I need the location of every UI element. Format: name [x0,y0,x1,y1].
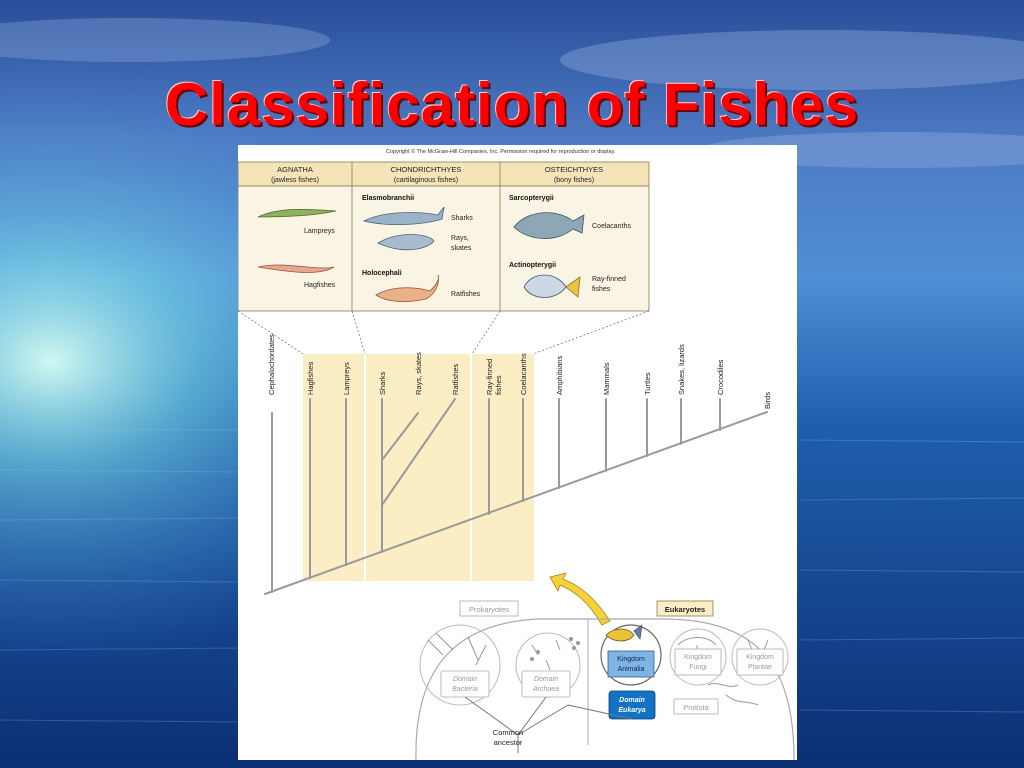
archaea-label-2: Archaea [532,686,559,693]
eukarya-label-1: Domain [619,697,645,704]
slide-title: Classification of Fishes [164,71,860,138]
plantae-circle [731,628,789,686]
agnatha-header: AGNATHA [277,165,313,174]
animalia-fish-image [605,628,635,642]
agnatha-highlight [303,354,364,581]
rayfinned-label-1: Ray-finned [592,276,626,283]
common-ancestor-label-1: Common [493,728,523,737]
plantae-label-2: Plantae [748,664,772,671]
eukaryotes-label: Eukaryotes [665,605,705,614]
elasmobranchii-label: Elasmobranchii [362,195,414,202]
taxon-sharks: Sharks [378,371,387,395]
protista-label: Protista [683,703,709,712]
osteichthyes-header: OSTEICHTHYES [545,165,603,174]
chondrichthyes-subheader: (cartilaginous fishes) [394,177,458,184]
branch-ratfishes [381,398,456,506]
taxon-rayfinned-line-1: Ray-finned [485,359,494,395]
coelacanth-image [513,212,585,239]
protista-sketch [707,683,759,706]
taxon-rays-skates: Rays, skates [414,352,423,395]
bacteria-sketch [427,632,487,666]
coelacanths-label: Coelacanths [592,223,631,230]
classification-figure: Copyright © The McGraw-Hill Companies, I… [237,148,795,761]
rayfinned-label-2: fishes [592,286,611,293]
pointer-arrow [549,572,611,626]
chondrichthyes-header: CHONDRICHTHYES [391,165,462,174]
taxon-hagfishes: Hagfishes [306,361,315,395]
plantae-label-1: Kingdom [746,654,774,661]
archaea-label-1: Domain [534,676,558,683]
bacteria-circle [419,624,501,706]
common-ancestor-label-2: ancestor [494,738,523,747]
taxon-cephalochordates: Cephalochordates [267,334,276,395]
taxon-rayfinned-line-2: fishes [494,375,503,395]
agnatha-subheader: (jawless fishes) [271,177,319,184]
rays-label-2: skates [451,245,472,252]
taxon-snakes-lizards: Snakes, lizards [677,344,686,395]
sharks-label: Sharks [451,215,473,222]
lampreys-label: Lampreys [304,228,335,235]
hagfishes-label: Hagfishes [304,282,336,289]
copyright-text: Copyright © The McGraw-Hill Companies, I… [386,148,616,155]
branch-rays-skates [381,412,419,461]
cladogram-trunk [264,411,768,595]
lamprey-image [257,208,337,218]
figure-panel: Copyright © The McGraw-Hill Companies, I… [237,145,797,761]
tree-outline [415,618,795,761]
ray-image [377,234,435,251]
taxon-mammals: Mammals [602,362,611,395]
taxon-lampreys: Lampreys [342,362,351,395]
rayfinned-tail-image [565,276,581,298]
chondrichthyes-highlight [366,354,470,581]
taxon-amphibians: Amphibians [555,356,564,395]
sarcopterygii-label: Sarcopterygii [509,195,554,202]
hagfish-image [257,264,335,273]
animalia-label-1: Kingdom [617,656,645,663]
animalia-tail-image [633,624,643,640]
fungi-label-1: Kingdom [684,654,712,661]
bacteria-label-1: Domain [453,676,477,683]
animalia-label-2: Animalia [618,666,645,673]
archaea-sketch [531,639,561,671]
taxon-turtles: Turtles [643,372,652,395]
table-connectors [237,310,650,355]
eukarya-label-2: Eukarya [618,707,645,714]
fungi-circle [669,628,727,686]
ratfishes-label: Ratfishes [451,291,481,298]
taxon-birds: Birds [763,392,772,409]
tree-of-life: Prokaryotes Eukaryotes Domain Bacteria D… [415,600,795,761]
animalia-circle [600,624,662,686]
fungi-label-2: Fungi [689,664,707,671]
taxon-crocodiles: Crocodiles [716,359,725,395]
taxon-ratfishes: Ratfishes [451,363,460,395]
shark-image [362,206,445,226]
holocephali-label: Holocephali [362,270,402,277]
ratfish-image [375,274,439,303]
fish-class-table: AGNATHA (jawless fishes) CHONDRICHTHYES … [237,161,650,312]
bacteria-label-2: Bacteria [452,686,478,693]
cladogram: Cephalochordates Hagfishes Lampreys Shar… [264,334,772,595]
prokaryotes-label: Prokaryotes [469,605,509,614]
taxon-rayfinned-fishes: Ray-finnedfishes [485,359,503,395]
taxon-coelacanths: Coelacanths [519,353,528,395]
osteichthyes-subheader: (bony fishes) [554,177,594,184]
actinopterygii-label: Actinopterygii [509,262,556,269]
rays-label-1: Rays, [451,235,469,242]
